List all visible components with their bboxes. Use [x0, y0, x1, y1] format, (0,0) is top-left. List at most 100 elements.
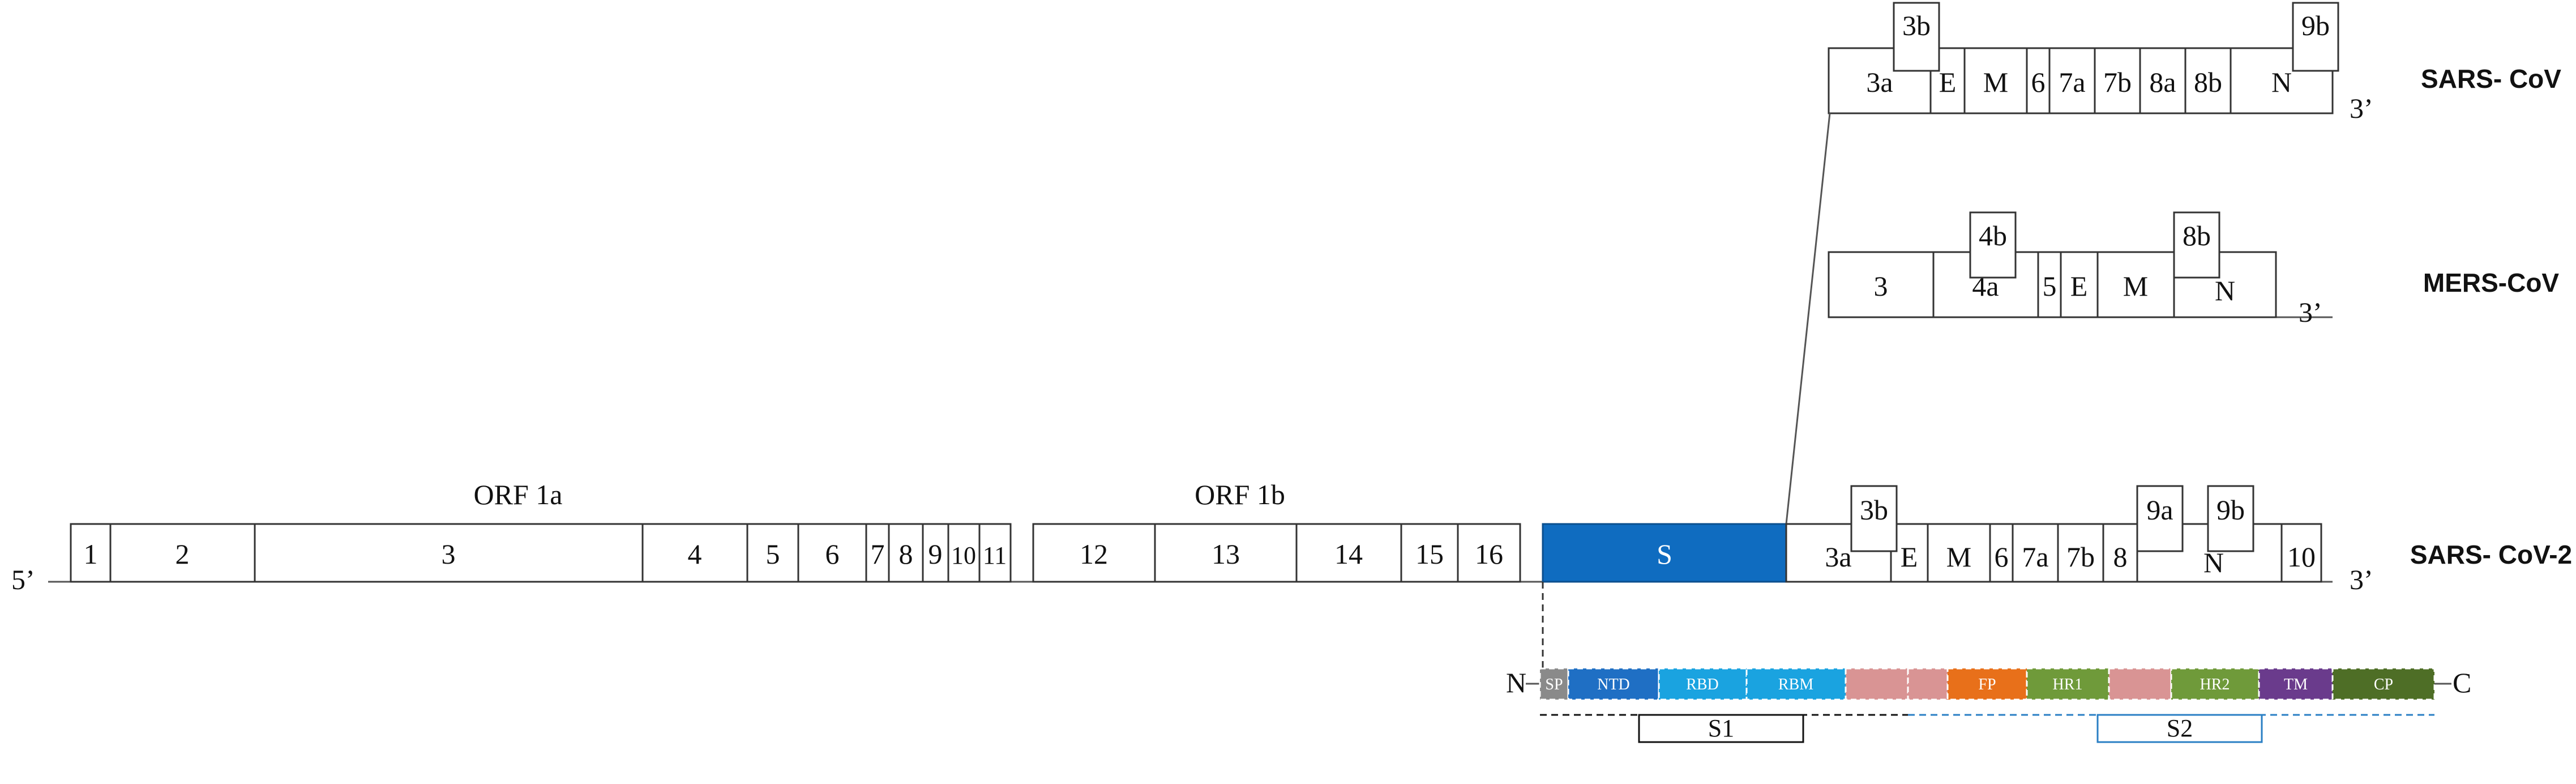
nsp-3: 3 [254, 523, 644, 583]
sars-cov-name: SARS- CoV [2421, 64, 2561, 93]
domain-label: HR2 [2200, 676, 2230, 693]
spike-box [1542, 523, 1787, 583]
s2-box [2096, 714, 2263, 743]
sars-cov-overlap-3b: 3b [1893, 2, 1940, 72]
gene-label: M [1983, 66, 2008, 98]
nsp-5: 5 [746, 523, 799, 583]
nsp-label: 15 [1415, 538, 1444, 570]
nsp-label: 10 [951, 542, 976, 569]
sars-cov-2-gene-7b: 7b [2057, 523, 2104, 583]
sars-cov-genome: 3a E M 6 7a 7b 8a 8b [1828, 2, 2561, 124]
sars-cov-gene-8b: 8b [2184, 47, 2232, 114]
domain-rbm: RBM [1745, 667, 1847, 701]
gene-label: N [2215, 275, 2235, 306]
nsp-label: 13 [1212, 538, 1240, 570]
nsp-11: 11 [978, 523, 1012, 583]
nsp-label: 3 [442, 538, 456, 570]
domain-label: FP [1978, 676, 1996, 693]
nsp-label: 8 [899, 538, 913, 570]
domain-label: RBD [1686, 676, 1719, 693]
gene-label: M [2123, 270, 2148, 302]
mers-cov-genome: 3 4a 5 E M N 4b 8b 3’ MERS [1828, 211, 2559, 328]
spike-domain-structure: N SP NTD RBD RBM FP [1506, 667, 2471, 743]
gene-label: 7a [2022, 541, 2048, 573]
sars-cov-2-gene-8: 8 [2102, 523, 2138, 583]
nsp-13: 13 [1154, 523, 1298, 583]
three-prime-label: 3’ [2350, 92, 2373, 124]
domain-label: SP [1545, 676, 1563, 693]
domain-rbd: RBD [1658, 667, 1748, 701]
gene-label: 7b [2066, 541, 2095, 573]
domain-fp: FP [1946, 667, 2028, 701]
s2-subunit: S2 [2096, 714, 2263, 743]
nsp-8: 8 [888, 523, 924, 583]
gene-label: 9b [2301, 10, 2330, 41]
nsp-10: 10 [947, 523, 981, 583]
gene-label: 4b [1979, 220, 2007, 252]
nsp-label: 16 [1475, 538, 1503, 570]
sars-cov-2-overlap-9b: 9b [2207, 485, 2254, 552]
nsp-label: 5 [766, 538, 780, 570]
nsp-label: 2 [176, 538, 190, 570]
domain-linker-1-rect [1845, 667, 1909, 701]
domain-hr1-rect [2026, 667, 2110, 701]
domain-linker-2-rect [1907, 667, 1949, 701]
domain-hr2: HR2 [2170, 667, 2260, 701]
nsp-2: 2 [109, 523, 256, 583]
sars-cov-2-overlap-3b: 3b [1850, 485, 1898, 552]
nsp-15: 15 [1400, 523, 1459, 583]
sars-cov-2-gene-6: 6 [1989, 523, 2014, 583]
gene-label: 5 [2043, 270, 2057, 302]
sars-cov-overlap-9b: 9b [2292, 2, 2339, 72]
nsp-4: 4 [641, 523, 748, 583]
gene-label: 3a [1866, 66, 1893, 98]
sars-cov-2-overlap-9a: 9a [2136, 485, 2184, 552]
mers-cov-gene-5: 5 [2037, 251, 2062, 318]
mers-cov-overlap-8b: 8b [2173, 211, 2220, 279]
gene-label: 8a [2149, 66, 2176, 98]
domain-rbd-rect [1658, 667, 1748, 701]
nsp-label: 4 [688, 538, 702, 570]
three-prime-label: 3’ [2299, 296, 2322, 328]
gene-label: 6 [1995, 541, 2009, 573]
nsp-label: 14 [1334, 538, 1363, 570]
three-prime-label: 3’ [2350, 564, 2373, 595]
domain-label: CP [2374, 676, 2393, 693]
gene-label: 8b [2183, 220, 2211, 252]
gene-label: 3a [1825, 541, 1851, 573]
domain-rbm-rect [1745, 667, 1847, 701]
nsp-1: 1 [70, 523, 112, 583]
domain-hr1: HR1 [2026, 667, 2110, 701]
domain-linker-1 [1845, 667, 1909, 701]
domain-sp: SP [1539, 667, 1569, 701]
c-terminus-label: C [2453, 667, 2471, 698]
domain-linker-2 [1907, 667, 1949, 701]
nsp-label: 9 [928, 538, 943, 570]
gene-label: 8b [2194, 66, 2222, 98]
five-prime-label: 5’ [11, 564, 35, 595]
gene-label: 3b [1860, 494, 1888, 526]
domain-cp-rect [2331, 667, 2436, 701]
gene-label: 3 [1874, 270, 1888, 302]
nsp-12: 12 [1032, 523, 1156, 583]
gene-label: E [1901, 541, 1918, 573]
domain-cp: CP [2331, 667, 2436, 701]
domain-label: NTD [1597, 676, 1630, 693]
nsp-label: 7 [871, 538, 885, 570]
nsp-label: 6 [825, 538, 840, 570]
gene-label: 7a [2059, 66, 2085, 98]
mers-cov-overlap-4b: 4b [1969, 211, 2017, 279]
nsp-14: 14 [1295, 523, 1402, 583]
domain-tm: TM [2258, 667, 2334, 701]
domain-hr2-rect [2170, 667, 2260, 701]
nsp-7: 7 [865, 523, 890, 583]
orf1b-label: ORF 1b [1195, 479, 1285, 510]
sars-cov-gene-7a: 7a [2048, 47, 2096, 114]
gene-label: 6 [2031, 66, 2046, 98]
sars-cov-2-gene-10: 10 [2280, 523, 2322, 583]
nsp-label: 12 [1080, 538, 1108, 570]
mers-cov-gene-3: 3 [1828, 251, 1935, 318]
sars-cov-gene-8a: 8a [2139, 47, 2186, 114]
sars-cov-gene-m: M [1963, 47, 2028, 114]
domain-label: HR1 [2053, 676, 2083, 693]
